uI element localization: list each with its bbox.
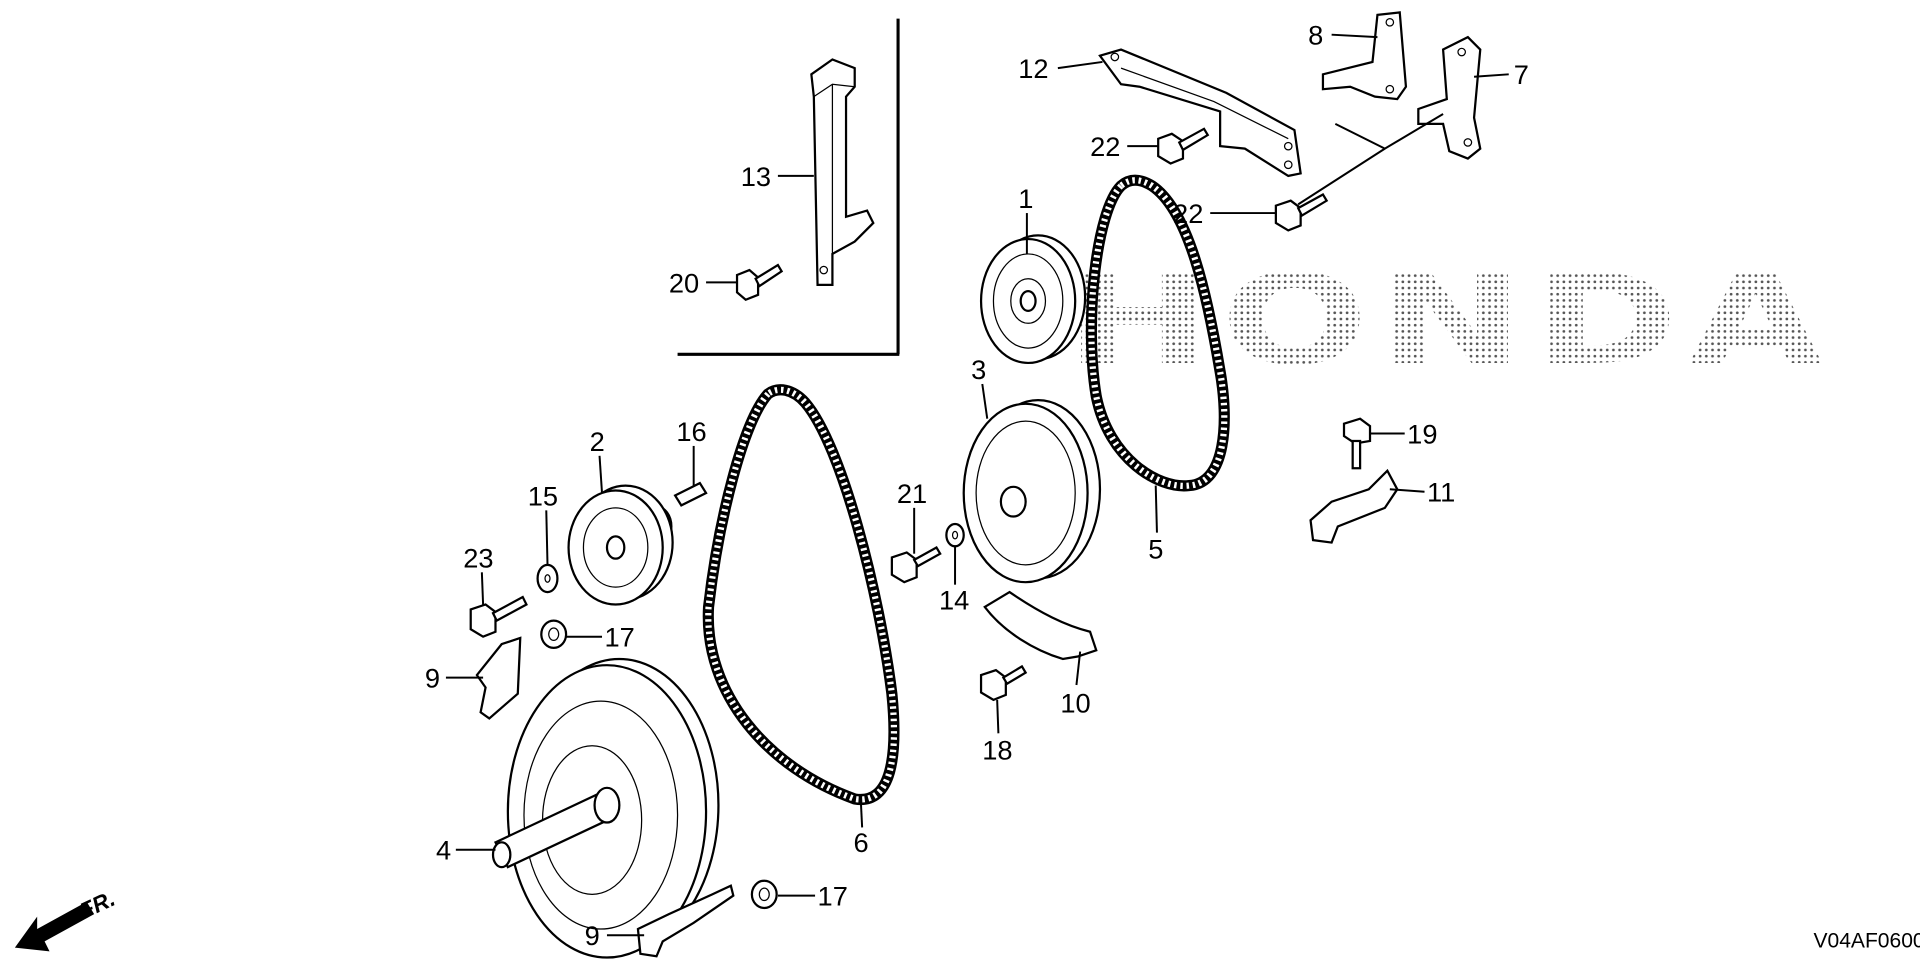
- part-17-nut-upper: [540, 619, 568, 649]
- part-14-washer: [945, 522, 965, 548]
- leader-lines: [445, 33, 1509, 937]
- callout-4: 4: [436, 835, 451, 866]
- callout-13: 13: [741, 161, 771, 192]
- callout-12: 12: [1018, 53, 1048, 84]
- callout-17-lower: 17: [818, 880, 848, 911]
- callout-6: 6: [853, 827, 868, 858]
- honda-watermark: HONDA: [1065, 249, 1833, 393]
- part-22-bolt-upper: [1157, 127, 1210, 165]
- part-21-bolt: [890, 546, 942, 584]
- callout-2: 2: [590, 426, 605, 457]
- part-16-key: [673, 481, 708, 507]
- callout-20: 20: [669, 267, 699, 298]
- callout-5: 5: [1148, 534, 1163, 565]
- front-direction-arrow: FR.: [14, 886, 119, 952]
- part-3-pulley: [962, 398, 1102, 584]
- part-20-bolt: [735, 263, 784, 302]
- callout-8: 8: [1308, 20, 1323, 51]
- part-8-plate: [1321, 11, 1408, 101]
- part-6-belt: [702, 384, 900, 805]
- callout-23: 23: [463, 542, 493, 573]
- callout-17-upper: 17: [604, 622, 634, 653]
- part-7-plate: [1417, 35, 1482, 160]
- callout-11: 11: [1427, 477, 1455, 508]
- part-1-pulley: [979, 234, 1087, 365]
- callout-9-upper: 9: [425, 662, 440, 693]
- callout-1: 1: [1018, 183, 1033, 214]
- callout-labels: 1 12 8 7 22 22 13 20 3 2 16 15 23 17 9 4…: [425, 20, 1529, 952]
- part-13-stay-bracket: [810, 58, 875, 287]
- part-23-bolt: [469, 595, 528, 638]
- callout-18: 18: [982, 734, 1012, 765]
- callout-22-lower: 22: [1173, 198, 1203, 229]
- part-10-belt-guide: [983, 590, 1098, 661]
- callout-14: 14: [939, 584, 969, 615]
- part-2-pulley: [567, 484, 674, 606]
- drawing-code: V04AF0600A: [1813, 930, 1920, 953]
- callout-10: 10: [1060, 687, 1090, 718]
- inset-box-border: [677, 18, 900, 356]
- part-18-bolt: [979, 664, 1028, 702]
- part-19-bolt: [1342, 417, 1372, 470]
- part-9-guide-upper: [475, 636, 522, 720]
- part-17-nut-lower: [750, 879, 778, 910]
- part-12-bracket: [1098, 48, 1302, 178]
- callout-21: 21: [897, 478, 927, 509]
- callout-3: 3: [971, 354, 986, 385]
- part-22-bolt-lower: [1274, 192, 1329, 232]
- callout-22-upper: 22: [1090, 131, 1120, 162]
- part-11-bracket: [1309, 468, 1399, 544]
- part-4-pulley-shaft: [491, 657, 720, 959]
- callout-9-lower: 9: [585, 920, 600, 951]
- callout-19: 19: [1407, 418, 1437, 449]
- callout-16: 16: [676, 416, 706, 447]
- leader-bracket-22: [1297, 113, 1444, 206]
- callout-7: 7: [1514, 59, 1529, 90]
- callout-15: 15: [528, 480, 558, 511]
- part-5-belt: [1085, 174, 1230, 492]
- part-9-guide-lower: [636, 884, 735, 958]
- part-15-washer: [536, 563, 559, 594]
